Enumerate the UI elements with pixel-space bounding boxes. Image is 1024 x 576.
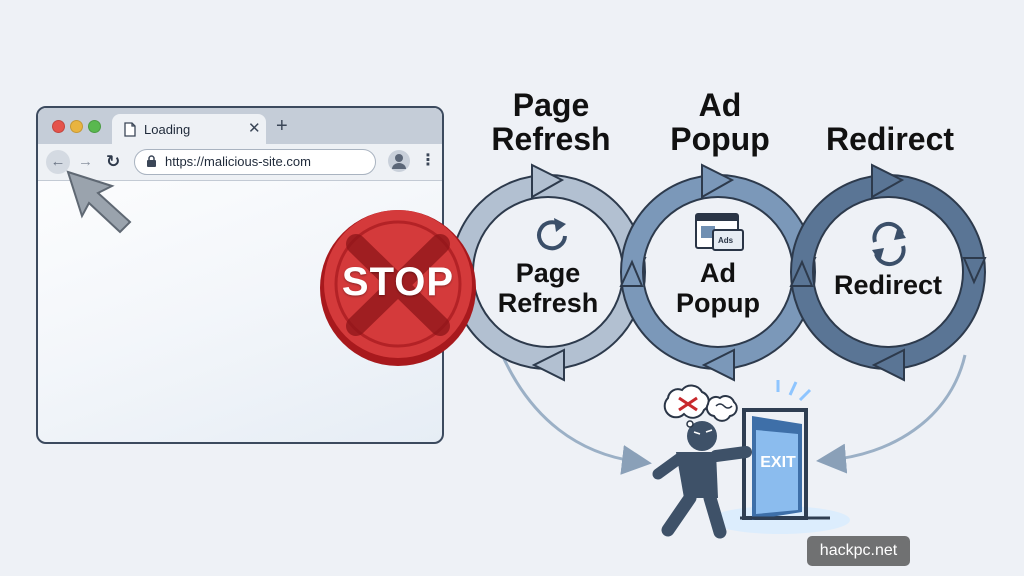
minimize-window-dot[interactable] bbox=[70, 120, 83, 133]
tab-close-icon[interactable]: ✕ bbox=[248, 120, 261, 137]
redirect-cycle-icon bbox=[872, 221, 906, 267]
loop-label-redirect: Redirect bbox=[833, 270, 943, 300]
watermark: hackpc.net bbox=[807, 536, 910, 566]
heading-redirect: Redirect bbox=[825, 121, 955, 157]
browser-toolbar: ← → ↻ https://malicious-site.com ⋮ bbox=[38, 144, 442, 181]
forward-button[interactable]: → bbox=[78, 153, 93, 170]
browser-titlebar: Loading ✕ + bbox=[38, 108, 442, 144]
browser-tab[interactable]: Loading ✕ bbox=[112, 114, 266, 144]
heading-popup-line1: Ad bbox=[698, 87, 742, 123]
stop-sign-text: STOP bbox=[341, 260, 455, 304]
loop-refresh-line2: Refresh bbox=[497, 288, 599, 318]
profile-avatar[interactable] bbox=[388, 150, 410, 172]
maximize-window-dot[interactable] bbox=[88, 120, 101, 133]
flow-arrow-right bbox=[816, 354, 967, 474]
page-icon bbox=[124, 122, 136, 137]
new-tab-button[interactable]: + bbox=[276, 115, 288, 137]
loop-popup-line1: Ad bbox=[700, 258, 736, 288]
anger-bubble-icon bbox=[663, 384, 710, 428]
ads-badge-text: Ads bbox=[718, 236, 734, 245]
browser-menu-button[interactable]: ⋮ bbox=[420, 152, 436, 169]
exit-sign-text: EXIT bbox=[760, 454, 796, 471]
heading-ad-popup: Ad Popup bbox=[650, 88, 790, 156]
tab-title: Loading bbox=[144, 122, 191, 137]
loop-label-ad-popup: Ad Popup bbox=[660, 258, 776, 318]
loop-ring-redirect bbox=[789, 163, 987, 382]
stop-sign bbox=[320, 210, 476, 366]
frustrated-person-icon bbox=[652, 421, 752, 539]
heading-refresh-line2: Refresh bbox=[491, 121, 611, 157]
user-icon bbox=[392, 154, 406, 169]
exit-door-icon bbox=[710, 380, 850, 534]
heading-popup-line2: Popup bbox=[670, 121, 770, 157]
lock-icon bbox=[147, 155, 156, 167]
popup-window-icon bbox=[695, 213, 744, 251]
back-button[interactable]: ← bbox=[46, 150, 70, 174]
reload-button[interactable]: ↻ bbox=[106, 152, 121, 171]
loop-label-page-refresh: Page Refresh bbox=[488, 258, 608, 318]
flow-arrow-left bbox=[498, 349, 652, 475]
loop-popup-line2: Popup bbox=[676, 288, 760, 318]
heading-refresh-line1: Page bbox=[512, 87, 590, 123]
loop-refresh-line1: Page bbox=[515, 258, 581, 288]
address-bar[interactable]: https://malicious-site.com bbox=[134, 149, 376, 175]
refresh-icon bbox=[537, 218, 567, 251]
steam-bubble-icon bbox=[705, 395, 738, 422]
url-text: https://malicious-site.com bbox=[165, 154, 311, 169]
close-window-dot[interactable] bbox=[52, 120, 65, 133]
heading-page-refresh: Page Refresh bbox=[478, 88, 624, 156]
cursor-arrow-icon bbox=[66, 170, 132, 234]
